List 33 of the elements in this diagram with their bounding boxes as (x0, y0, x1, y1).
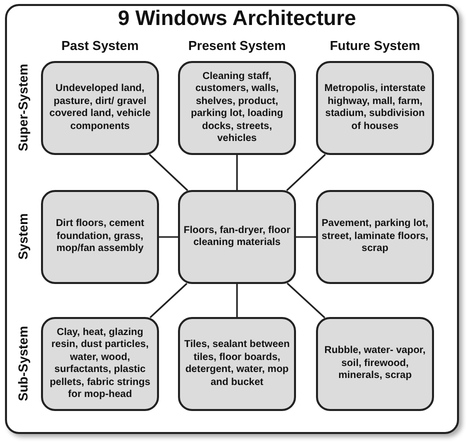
box-text: Dirt floors, cement foundation, grass, mop/fan assembly (54, 218, 146, 256)
connector-line (236, 284, 238, 317)
connector-line (236, 155, 238, 190)
row-heading: System (16, 212, 30, 262)
text-box (316, 190, 434, 284)
text-box (178, 190, 296, 284)
text-box (41, 317, 159, 411)
box-text: Pavement, parking lot, street, laminate floors, scrap (321, 218, 429, 256)
connector-line (150, 282, 188, 318)
text-box (316, 61, 434, 155)
box-text: Tiles, sealant between tiles, floor boards, detergent, water, mop and bucket (183, 339, 291, 389)
title: 9 Windows Architecture (116, 7, 358, 31)
column-heading: Past System (60, 38, 140, 53)
box-text: Rubble, water- vapor, soil, firewood, minerals, scrap (323, 345, 427, 383)
column-heading: Future System (328, 38, 422, 53)
box-text: Undeveloped land, pasture, dirt/ gravel covered land, vehicle components (48, 83, 152, 133)
box-text: Metropolis, interstate highway, mall, farm, stadium, subdivision of houses (323, 83, 427, 133)
connector-line (296, 236, 316, 238)
box-text: Clay, heat, glazing resin, dust particles, water, wood, surfactants, plastic pellets, fabric strings for mop-head (48, 326, 152, 402)
text-box (41, 61, 159, 155)
column-heading: Present System (187, 38, 287, 53)
text-box (178, 61, 296, 155)
connector-line (286, 154, 326, 192)
connector-line (286, 282, 326, 318)
row-heading: Super-System (16, 62, 30, 154)
box-text: Floors, fan-dryer, floor cleaning materials (183, 224, 291, 250)
connector-line (159, 236, 178, 238)
box-text: Cleaning staff, customers, walls, shelves, product, parking lot, loading docks, streets, vehicles (190, 70, 284, 146)
text-box (178, 317, 296, 411)
row-heading: Sub-System (16, 324, 30, 404)
connector-line (148, 154, 188, 192)
text-box (316, 317, 434, 411)
text-box (41, 190, 159, 284)
